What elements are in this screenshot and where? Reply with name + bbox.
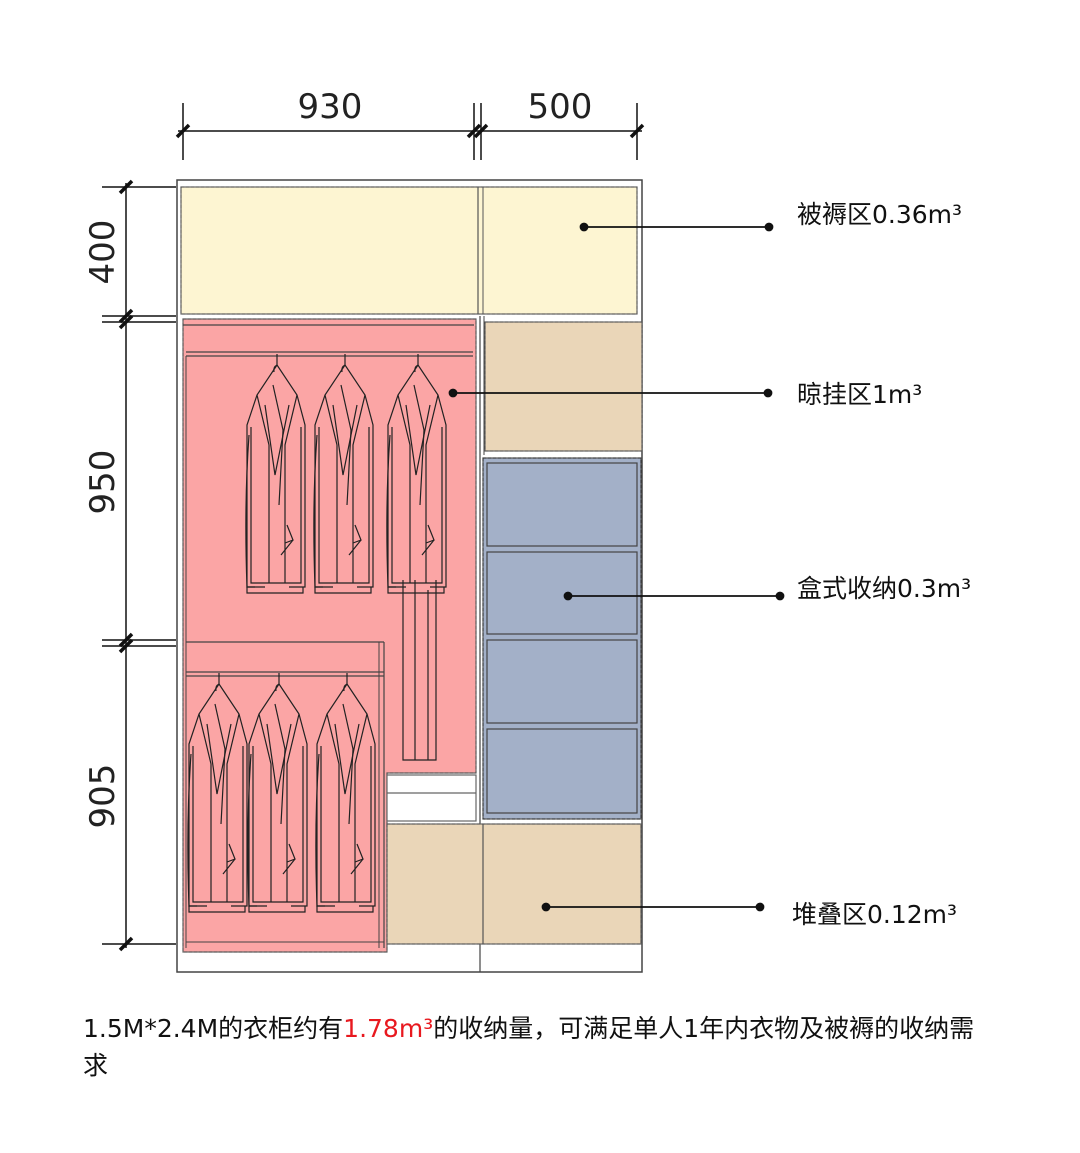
shelf-zone-upper <box>479 316 643 972</box>
dimension-height-950: 950 <box>83 450 123 515</box>
label-box-storage: 盒式收纳0.3m³ <box>797 574 971 603</box>
box-storage-zone <box>482 457 642 820</box>
wardrobe-diagram: 930 500 400 950 905 <box>83 87 971 973</box>
quilt-zone <box>180 186 638 315</box>
dimension-height-400: 400 <box>83 220 123 285</box>
label-hanging-zone: 晾挂区1m³ <box>797 380 922 409</box>
caption-highlight: 1.78m³ <box>343 1014 434 1043</box>
stack-zone <box>386 823 642 945</box>
leader-lines <box>448 222 785 912</box>
dimension-height-905: 905 <box>83 764 123 829</box>
dimension-width-930: 930 <box>298 87 363 127</box>
caption-before: 1.5M*2.4M的衣柜约有 <box>83 1014 344 1043</box>
top-dimension <box>175 103 645 160</box>
label-stack-zone: 堆叠区0.12m³ <box>792 900 957 929</box>
hanging-zone <box>182 318 477 953</box>
upper-garments <box>245 353 447 761</box>
dimension-width-500: 500 <box>528 87 593 127</box>
caption: 1.5M*2.4M的衣柜约有1.78m³的收纳量，可满足单人1年内衣物及被褥的收… <box>83 1010 983 1084</box>
left-dimension <box>102 179 176 952</box>
label-quilt-zone: 被褥区0.36m³ <box>797 200 962 229</box>
caption-after: 的收纳量，可满足单人1年内衣物及被褥的收纳需求 <box>83 1014 975 1080</box>
small-shelf <box>386 774 477 822</box>
